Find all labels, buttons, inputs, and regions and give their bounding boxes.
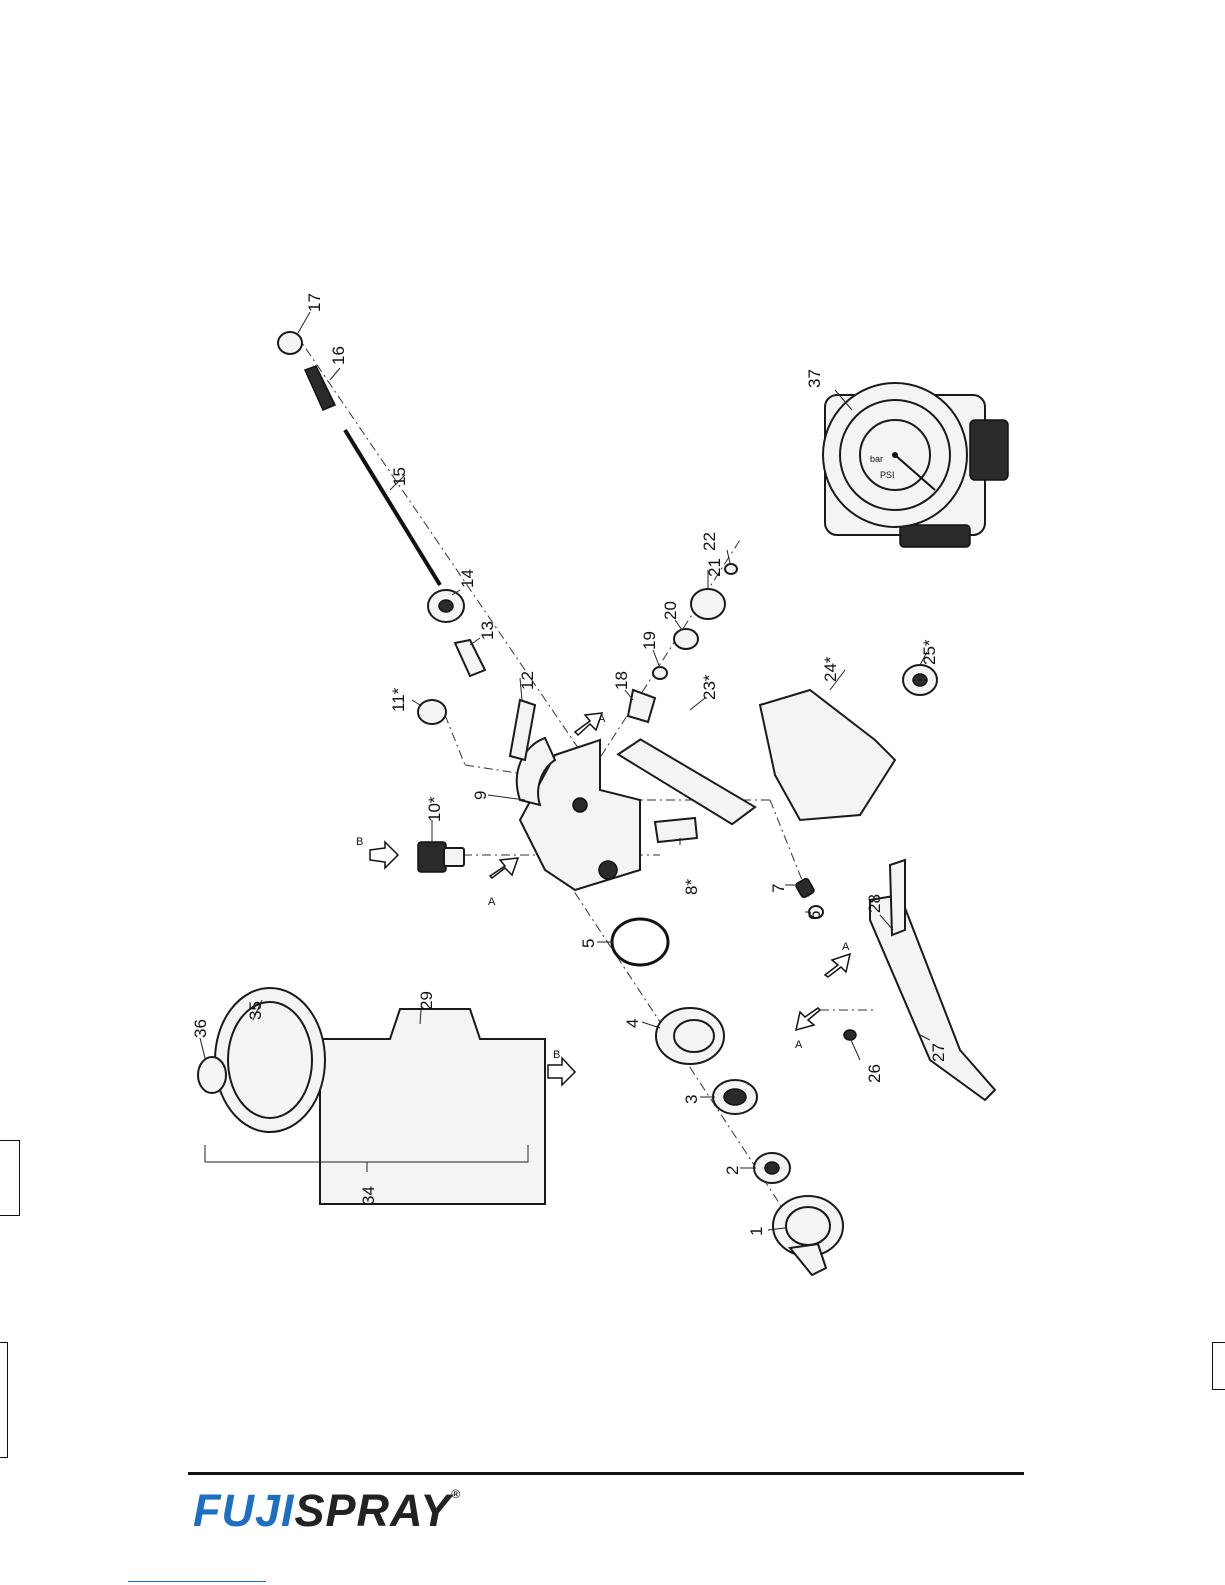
callout-21: 21	[705, 558, 724, 577]
footer-rule	[188, 1472, 1024, 1475]
fluid-nozzle-part	[754, 1153, 790, 1183]
callout-9: 9	[471, 791, 490, 800]
trigger-screw-part	[844, 1030, 856, 1040]
flow-label-b2: B	[553, 1049, 560, 1061]
brand-logo: FUJISPRAY®	[193, 1488, 461, 1533]
air-cap-part	[773, 1196, 843, 1275]
baffle-part	[713, 1080, 757, 1114]
callout-23: 23*	[700, 674, 719, 700]
cup-part	[320, 1009, 545, 1204]
callout-3: 3	[682, 1095, 701, 1104]
gun-body-part	[517, 738, 640, 890]
callout-12: 12	[518, 671, 537, 690]
flow-label-a1: A	[488, 896, 496, 908]
handle-part	[760, 690, 895, 820]
callout-15: 15	[390, 467, 409, 486]
left-edge-box-top	[0, 1140, 20, 1216]
callout-37: 37	[805, 369, 824, 388]
registered-mark: ®	[451, 1487, 461, 1501]
flow-label-b1: B	[356, 836, 363, 848]
callout-19: 19	[640, 631, 659, 650]
retaining-ring-part	[656, 1008, 724, 1064]
cup-cap-part	[198, 1057, 226, 1093]
callout-8: 8*	[682, 879, 701, 895]
left-edge-box-bottom	[0, 1342, 8, 1458]
callout-27: 27	[929, 1043, 948, 1062]
callout-11: 11*	[389, 687, 408, 712]
right-edge-box	[1212, 1342, 1225, 1390]
callout-20: 20	[661, 601, 680, 620]
callout-24: 24*	[821, 656, 840, 682]
callout-13: 13	[478, 621, 497, 640]
callout-18: 18	[612, 671, 631, 690]
air-valve-part	[628, 690, 655, 722]
callout-28: 28	[865, 894, 884, 913]
air-inlet-connector-part	[903, 665, 937, 695]
callout-6: 6	[805, 911, 824, 920]
flow-label-a2: A	[598, 713, 606, 725]
callout-35: 35	[246, 1001, 265, 1020]
o-ring-part	[612, 919, 668, 965]
callout-17: 17	[305, 293, 324, 312]
callout-16: 16	[329, 346, 348, 365]
washer-part	[653, 667, 667, 679]
callout-25: 25*	[920, 639, 939, 665]
fluid-needle-part	[345, 430, 440, 585]
footer-link-underline[interactable]	[128, 1581, 266, 1582]
callout-36: 36	[191, 1019, 210, 1038]
callout-10: 10*	[425, 796, 444, 822]
flow-label-a3: A	[842, 941, 850, 953]
trigger-pin-part	[890, 860, 905, 935]
flow-label-a4: A	[795, 1039, 803, 1051]
callout-2: 2	[723, 1166, 742, 1175]
fluid-inlet-fitting-part	[418, 842, 464, 872]
gauge-psi-label: PSI	[880, 470, 895, 480]
small-screw-part	[725, 564, 737, 574]
adjustment-knob-part	[278, 332, 302, 354]
valve-seat-part	[674, 629, 698, 649]
callout-7: 7	[769, 884, 788, 893]
callout-22: 22	[700, 532, 719, 551]
air-inlet-fitting-part	[655, 818, 697, 842]
air-adjust-knob-part	[691, 589, 725, 619]
cup-lid-part	[215, 988, 325, 1132]
callout-4: 4	[623, 1019, 642, 1028]
callout-34: 34	[359, 1186, 378, 1205]
brand-logo-fuji: FUJI	[193, 1485, 295, 1536]
pressure-gauge-part	[823, 383, 1008, 547]
callout-5: 5	[579, 939, 598, 948]
callout-26: 26	[865, 1064, 884, 1083]
spring-part	[455, 640, 485, 676]
callout-29: 29	[417, 991, 436, 1010]
needle-adjuster-part	[428, 590, 464, 622]
brand-logo-spray: SPRAY	[295, 1485, 452, 1536]
callout-1: 1	[747, 1227, 766, 1236]
gauge-unit-label: bar	[870, 454, 883, 464]
callout-14: 14	[458, 569, 477, 588]
cap-part	[418, 700, 446, 724]
needle-spring-part	[305, 366, 335, 410]
